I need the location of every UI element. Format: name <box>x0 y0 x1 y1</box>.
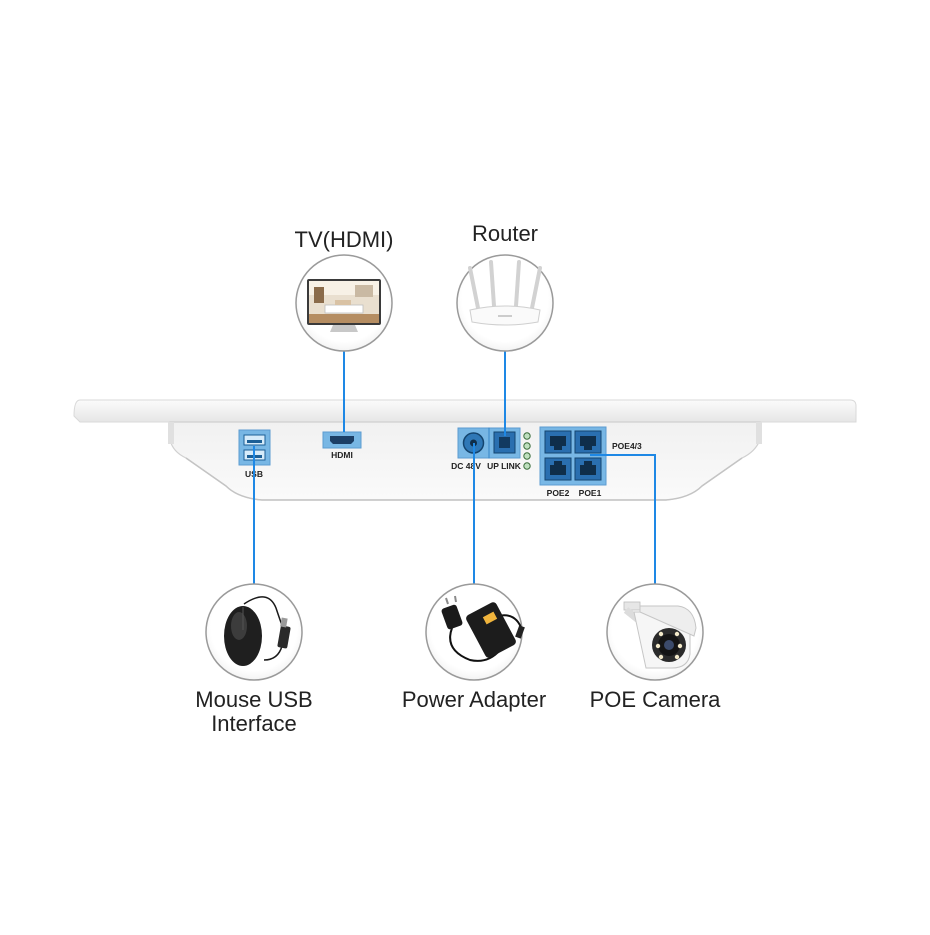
mouse-label-line1: Mouse USB <box>195 687 313 712</box>
poe-port-2 <box>544 457 572 481</box>
router-label: Router <box>471 221 539 246</box>
hdmi-port-label: HDMI <box>331 450 353 460</box>
mouse-label-line2: Interface <box>211 711 297 736</box>
router-circle <box>456 254 554 352</box>
power-adapter-icon <box>441 595 525 662</box>
status-leds <box>523 432 531 470</box>
dc-port-label: DC 48V <box>451 461 481 471</box>
hdmi-port <box>322 431 362 449</box>
mouse-icon <box>224 596 291 666</box>
poe-port-block <box>539 426 607 486</box>
connector-lines <box>253 350 656 585</box>
tv-icon <box>307 279 381 332</box>
poe43-port-label: POE4/3 <box>612 441 642 451</box>
camera-icon <box>623 601 697 669</box>
uplink-port-label: UP LINK <box>487 461 522 471</box>
poe-port-3 <box>574 430 602 454</box>
poe-port-1 <box>574 457 602 481</box>
mouse-circle <box>205 583 303 681</box>
tv-circle <box>295 254 393 352</box>
power-circle <box>425 583 525 681</box>
nvr-device <box>73 399 857 501</box>
camera-circle <box>606 583 704 681</box>
camera-label: POE Camera <box>589 687 721 712</box>
poe1-port-label: POE1 <box>579 488 602 498</box>
power-label: Power Adapter <box>401 687 547 712</box>
mouse-label: Mouse USB Interface <box>164 688 344 736</box>
poe2-port-label: POE2 <box>547 488 570 498</box>
poe-port-4 <box>544 430 572 454</box>
camera-connector-line <box>590 454 656 585</box>
router-icon <box>468 260 542 310</box>
tv-label: TV(HDMI) <box>294 227 394 252</box>
